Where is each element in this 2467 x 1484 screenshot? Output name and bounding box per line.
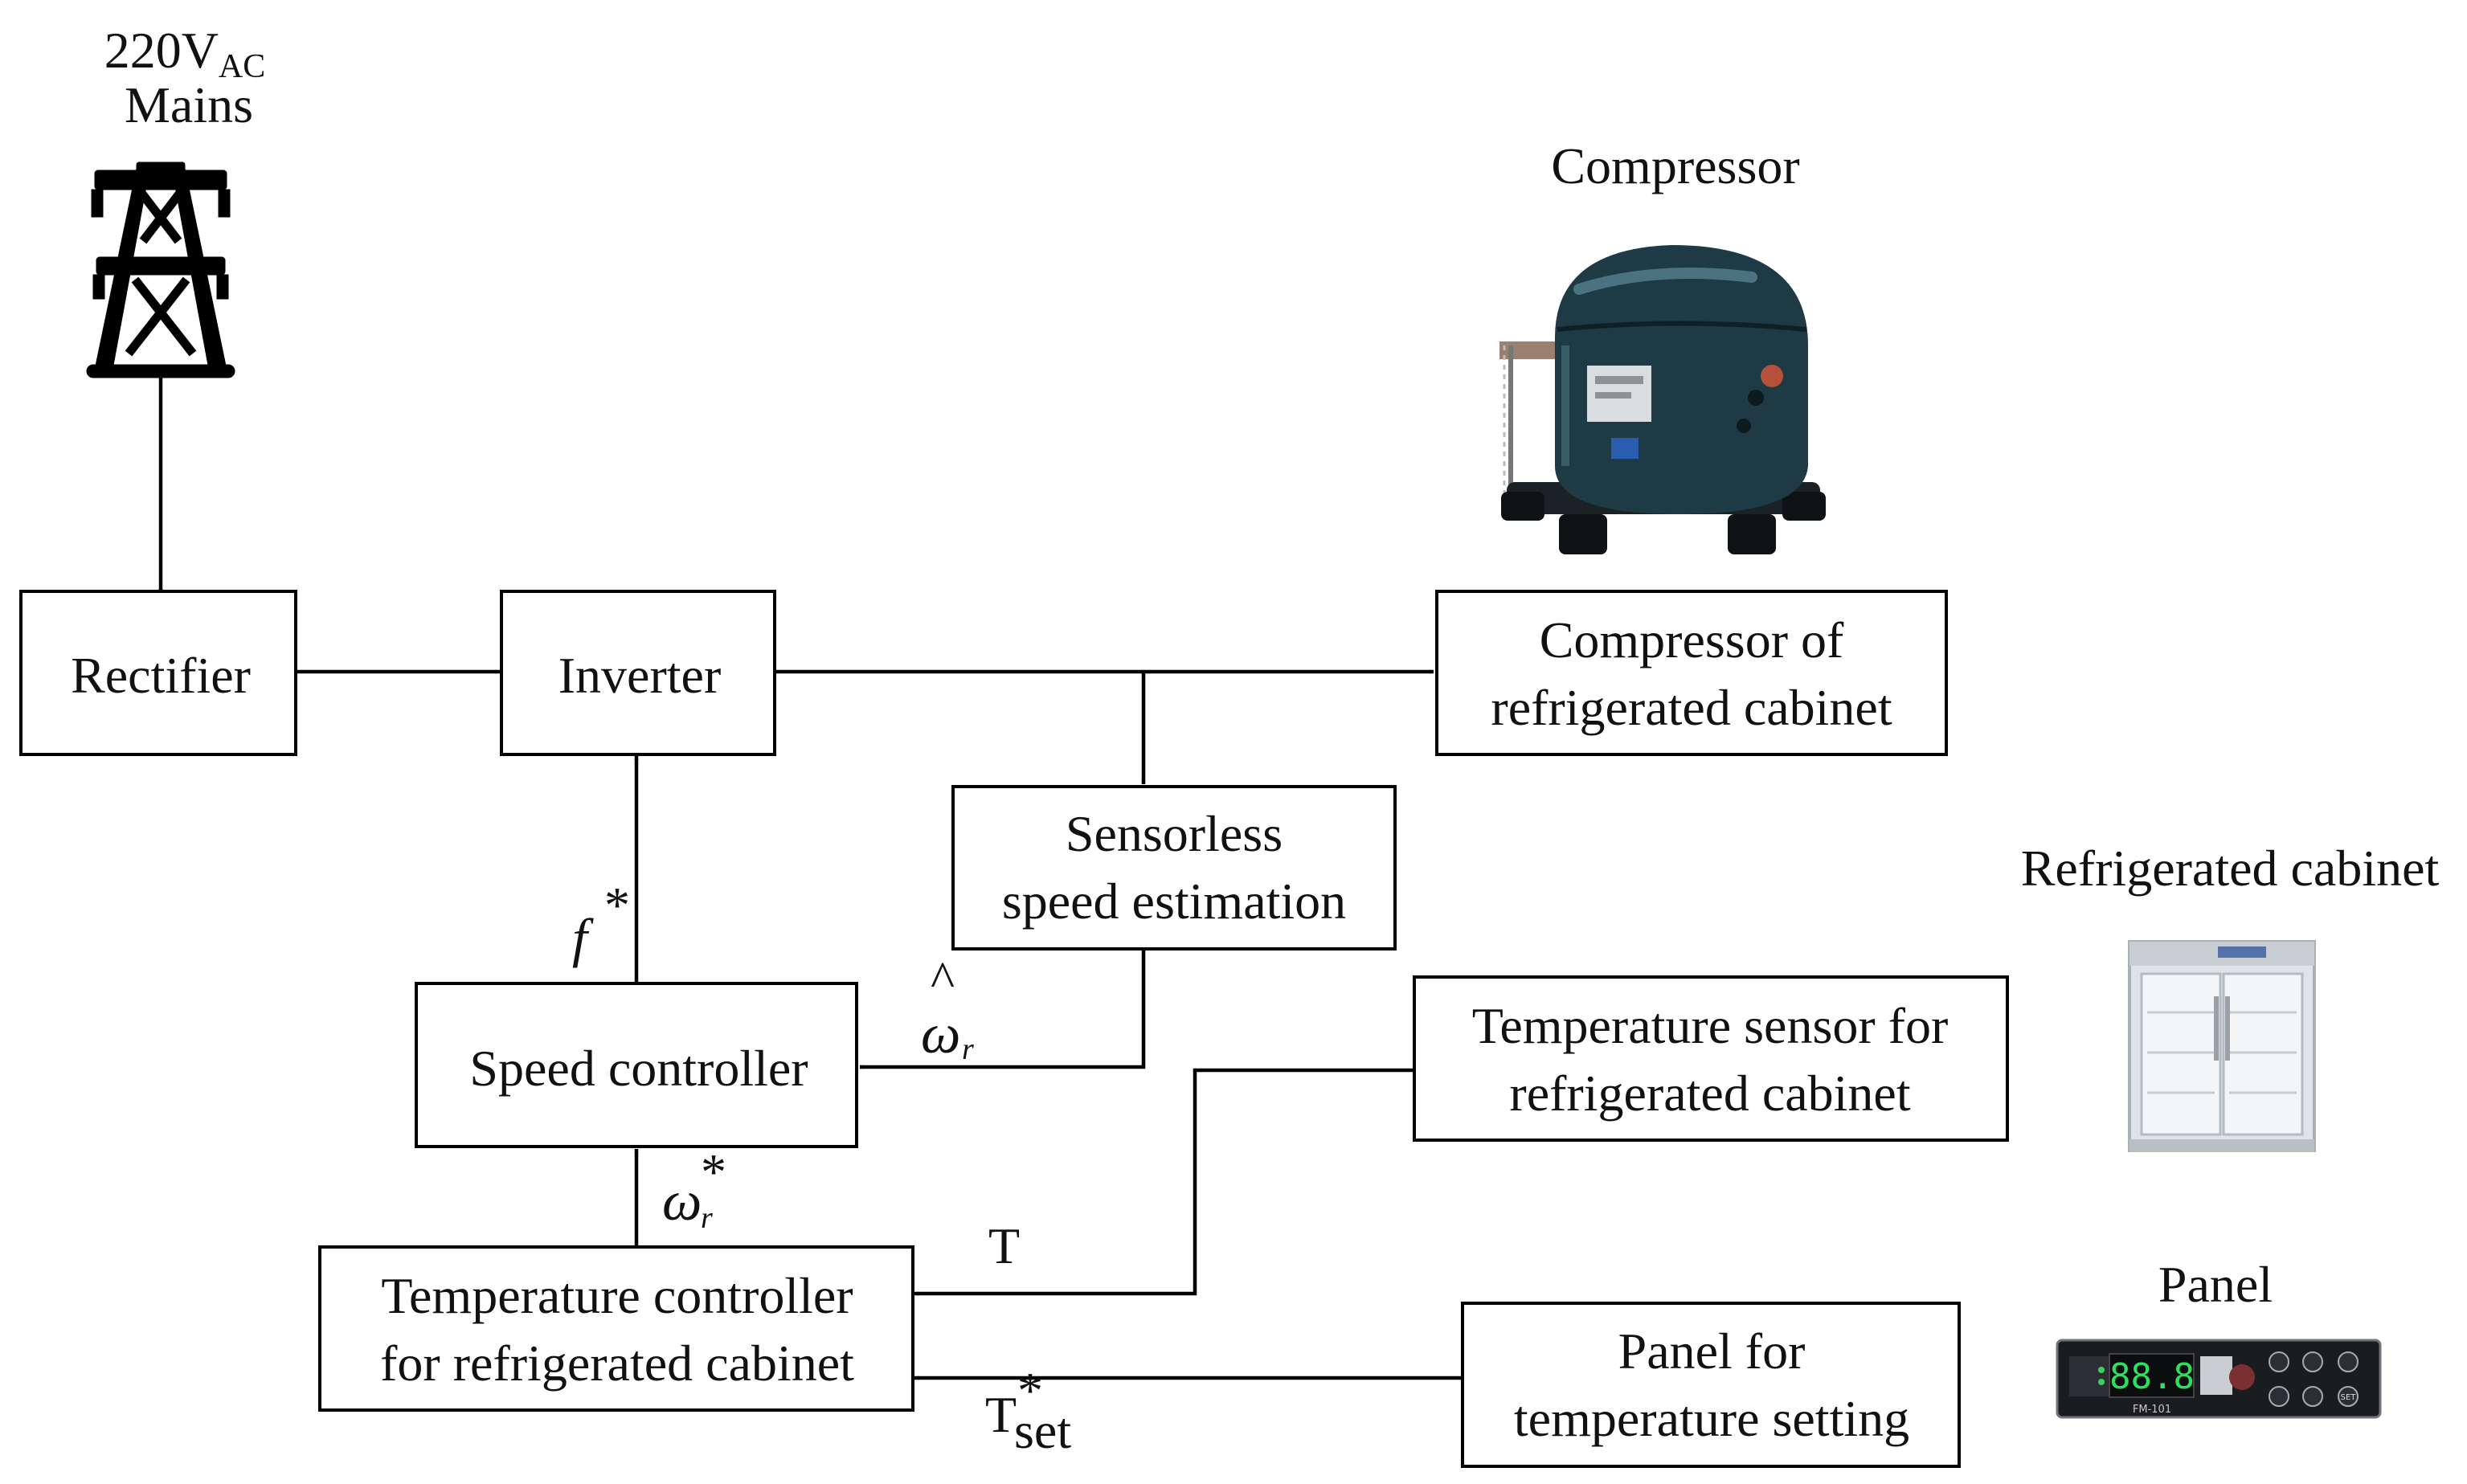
rectifier-label: Rectifier <box>71 647 251 704</box>
inverter-label: Inverter <box>558 647 722 704</box>
transmission-tower-icon <box>86 161 235 378</box>
mains-voltage-subscript: AC <box>219 48 265 85</box>
compressor-block-line2: refrigerated cabinet <box>1491 679 1892 736</box>
sensorless-line2: speed estimation <box>1002 873 1346 930</box>
sensorless-line1: Sensorless <box>1066 805 1283 862</box>
panel-for-temperature-setting-block: Panel for temperature setting <box>1461 1302 1961 1468</box>
panel-caption: Panel <box>2158 1256 2273 1313</box>
signal-f-sup: * <box>604 877 630 934</box>
refrigerated-cabinet-image <box>2128 940 2316 1152</box>
temperature-sensor-block: Temperature sensor for refrigerated cabi… <box>1413 975 2009 1142</box>
control-panel-image: 88.8 FM-101 SET <box>2056 1339 2382 1419</box>
temp-sensor-line2: refrigerated cabinet <box>1509 1065 1910 1122</box>
signal-omega-ref-sup: * <box>701 1143 726 1200</box>
signal-omega-hat-sub: r <box>962 1032 974 1066</box>
speed-controller-block: Speed controller <box>415 982 858 1148</box>
compressor-caption: Compressor <box>1551 137 1799 194</box>
mains-text: Mains <box>125 76 253 133</box>
panel-set-label: SET <box>2341 1393 2357 1402</box>
rectifier-block: Rectifier <box>19 590 297 756</box>
temperature-controller-block: Temperature controller for refrigerated … <box>318 1245 914 1412</box>
compressor-image <box>1499 245 1826 554</box>
mains-label: 220VAC Mains <box>104 22 266 133</box>
panel-block-line1: Panel for <box>1618 1323 1806 1380</box>
compressor-block-line1: Compressor of <box>1540 611 1844 668</box>
signal-tset-sub: set <box>1014 1402 1071 1459</box>
temp-controller-line1: Temperature controller <box>381 1267 853 1324</box>
signal-temperature-set: T set * <box>985 1362 1071 1459</box>
signal-omega-hat-base: ω <box>921 1004 960 1065</box>
signal-f-base: f <box>572 907 594 968</box>
temp-sensor-line1: Temperature sensor for <box>1472 997 1949 1054</box>
signal-omega-ref: ω r * <box>662 1143 726 1235</box>
panel-block-line2: temperature setting <box>1514 1390 1909 1447</box>
signal-omega-hat: ^ ω r <box>921 950 974 1066</box>
temp-controller-line2: for refrigerated cabinet <box>380 1335 854 1392</box>
signal-tset-sup: * <box>1017 1362 1043 1419</box>
arrow-temp-sensor-to-temp-controller <box>914 1068 1413 1296</box>
signal-temperature: T <box>988 1217 1020 1274</box>
signal-omega-hat-caret: ^ <box>931 950 955 1008</box>
signal-omega-ref-sub: r <box>701 1201 713 1235</box>
mains-voltage: 220V <box>104 22 219 79</box>
panel-model-text: FM-101 <box>2133 1404 2171 1416</box>
connections <box>158 378 1461 1380</box>
inverter-block: Inverter <box>500 590 776 756</box>
cabinet-caption: Refrigerated cabinet <box>2021 840 2440 897</box>
panel-display-readout: 88.8 <box>2109 1356 2195 1397</box>
compressor-block: Compressor of refrigerated cabinet <box>1435 590 1948 756</box>
sensorless-speed-estimation-block: Sensorless speed estimation <box>951 785 1397 950</box>
signal-f-ref: f * <box>572 877 630 968</box>
speed-controller-label: Speed controller <box>469 1040 808 1097</box>
svg-text:220VAC: 220VAC <box>104 22 266 85</box>
signal-tset-base: T <box>985 1386 1017 1443</box>
signal-omega-ref-base: ω <box>662 1171 702 1233</box>
arrow-sensorless-to-speed-controller <box>859 948 1146 1069</box>
